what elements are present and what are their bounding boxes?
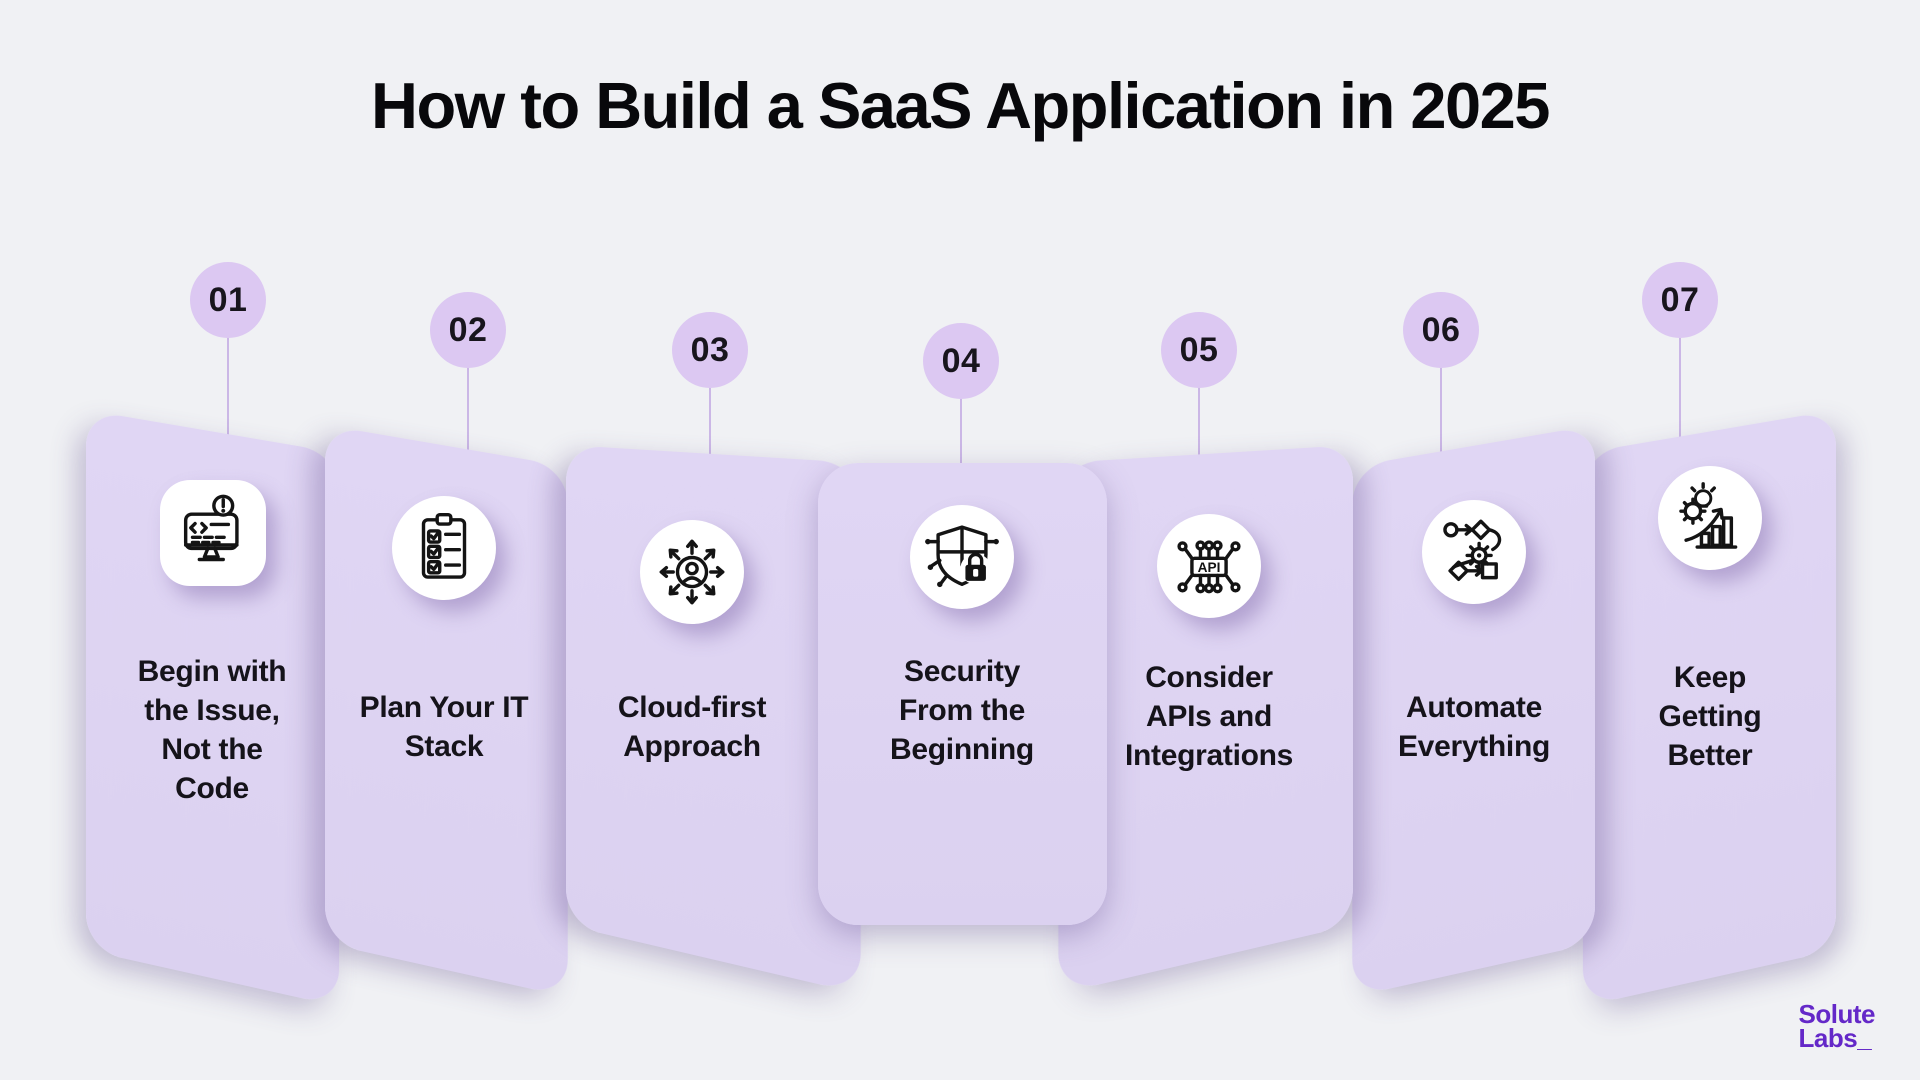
step-number: 04 [942, 342, 981, 381]
step-label: AutomateEverything [1344, 688, 1604, 766]
step-label: SecurityFrom theBeginning [832, 652, 1092, 769]
step-label: Plan Your ITStack [314, 688, 574, 766]
step-label: Cloud-firstApproach [562, 688, 822, 766]
step-number-badge: 01 [190, 262, 266, 338]
step-number-badge: 03 [672, 312, 748, 388]
shield-lock-icon [910, 505, 1014, 609]
api-circuit-icon: API [1157, 514, 1261, 618]
step-number-badge: 06 [1403, 292, 1479, 368]
step-label: KeepGettingBetter [1580, 658, 1840, 775]
step-number: 07 [1661, 281, 1700, 320]
step-number: 06 [1422, 311, 1461, 350]
step-number-badge: 07 [1642, 262, 1718, 338]
solutelabs-logo: Solute Labs_ [1799, 1002, 1875, 1050]
logo-line2: Labs_ [1799, 1026, 1875, 1050]
step-number: 01 [209, 281, 248, 320]
step-number-badge: 05 [1161, 312, 1237, 388]
person-scale-arrows-icon [640, 520, 744, 624]
workflow-gear-icon [1422, 500, 1526, 604]
step-number: 02 [449, 311, 488, 350]
monitor-code-alert-icon [160, 480, 266, 586]
step-label: Begin withthe Issue,Not theCode [82, 652, 342, 808]
step-number: 05 [1180, 331, 1219, 370]
api-icon-text: API [1198, 560, 1221, 575]
growth-chart-bulb-icon [1658, 466, 1762, 570]
clipboard-checklist-icon [392, 496, 496, 600]
page-title: How to Build a SaaS Application in 2025 [0, 68, 1920, 143]
step-number-badge: 04 [923, 323, 999, 399]
step-number-badge: 02 [430, 292, 506, 368]
step-number: 03 [691, 331, 730, 370]
step-label: ConsiderAPIs andIntegrations [1079, 658, 1339, 775]
